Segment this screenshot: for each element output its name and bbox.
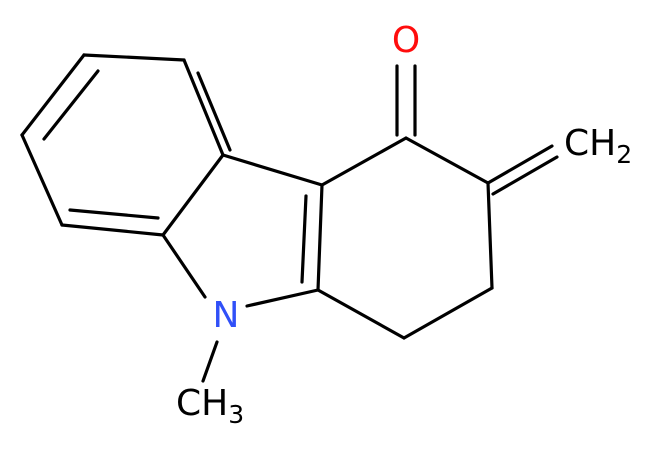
bond — [316, 183, 324, 292]
bond — [60, 223, 165, 237]
methylene-group: CH2 — [486, 123, 632, 196]
bond — [68, 208, 160, 220]
bond — [402, 286, 494, 340]
bond — [20, 53, 86, 137]
bond — [491, 155, 559, 196]
n-methyl-group: N CH3 — [176, 295, 244, 429]
bond — [201, 340, 219, 383]
carbonyl-group: O — [392, 20, 420, 137]
bond — [245, 288, 320, 308]
bond — [404, 136, 490, 185]
bond — [316, 288, 406, 340]
bond — [42, 69, 100, 141]
methylene-label: CH2 — [564, 123, 632, 169]
bond — [486, 144, 554, 185]
bond — [221, 153, 324, 187]
bond — [161, 233, 207, 299]
bond — [486, 181, 494, 290]
methyl-label: CH3 — [176, 383, 244, 429]
bond — [161, 153, 225, 237]
methylene-symbol: CH — [564, 123, 616, 164]
benzene-ring — [20, 53, 232, 237]
bond — [300, 194, 308, 284]
bond — [196, 71, 232, 152]
cyclohexanone-ring — [316, 136, 494, 340]
bond — [82, 53, 186, 62]
bond — [20, 133, 64, 227]
bond — [182, 58, 225, 157]
pyrrole-ring — [161, 153, 324, 308]
bond — [320, 136, 408, 187]
methyl-subscript: 3 — [228, 400, 244, 429]
nitrogen-atom-label: N — [213, 295, 240, 336]
methyl-symbol: CH — [176, 383, 228, 424]
methylene-subscript: 2 — [616, 140, 632, 169]
oxygen-atom-label: O — [392, 20, 420, 61]
